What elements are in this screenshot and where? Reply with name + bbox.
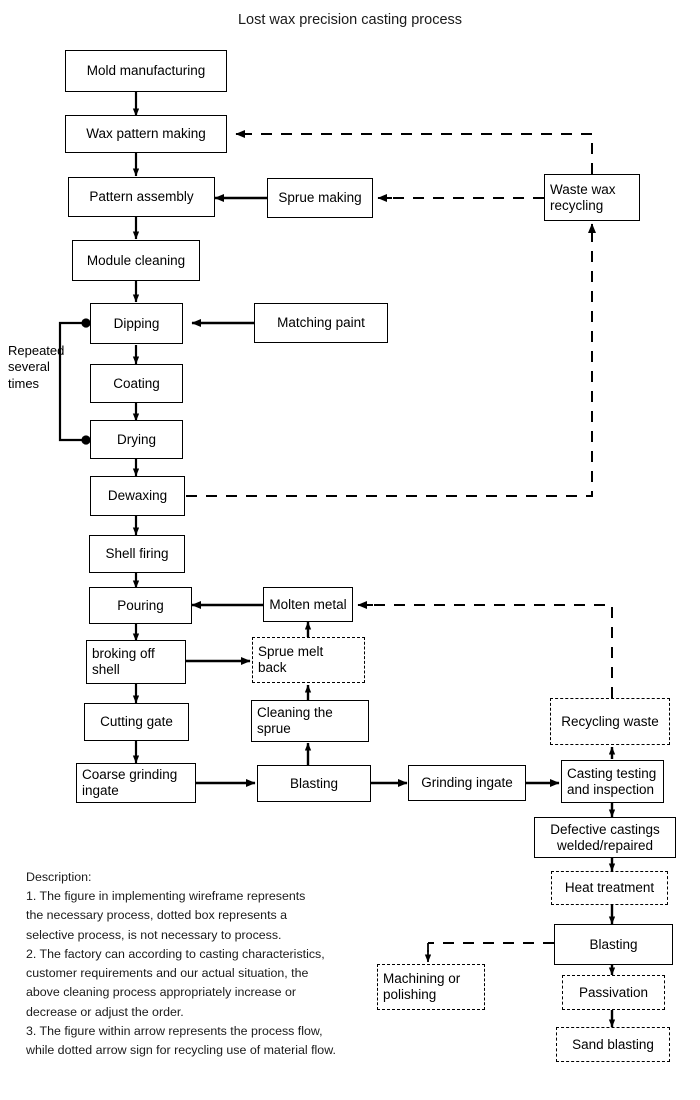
node-coating[interactable]: Coating: [90, 364, 183, 403]
loop-dot-dipping: [81, 318, 91, 328]
node-wax-pattern-making[interactable]: Wax pattern making: [65, 115, 227, 153]
node-blasting-2[interactable]: Blasting: [554, 924, 673, 965]
repeat-loop-label: Repeated several times: [8, 343, 65, 391]
node-pattern-assembly[interactable]: Pattern assembly: [68, 177, 215, 217]
node-coarse-grinding-ingate[interactable]: Coarse grinding ingate: [76, 763, 196, 803]
page-title: Lost wax precision casting process: [237, 12, 463, 28]
node-molten-metal[interactable]: Molten metal: [263, 587, 353, 622]
node-grinding-ingate[interactable]: Grinding ingate: [408, 765, 526, 801]
node-dipping[interactable]: Dipping: [90, 303, 183, 344]
node-recycling-waste[interactable]: Recycling waste: [550, 698, 670, 745]
node-broking-off-shell[interactable]: broking off shell: [86, 640, 186, 684]
node-mold-manufacturing[interactable]: Mold manufacturing: [65, 50, 227, 92]
node-shell-firing[interactable]: Shell firing: [89, 535, 185, 573]
node-waste-wax-recycling[interactable]: Waste wax recycling: [544, 174, 640, 221]
node-casting-testing-and-inspection[interactable]: Casting testing and inspection: [561, 760, 664, 803]
node-machining-or-polishing[interactable]: Machining or polishing: [377, 964, 485, 1010]
node-drying[interactable]: Drying: [90, 420, 183, 459]
node-cleaning-the-sprue[interactable]: Cleaning the sprue: [251, 700, 369, 742]
node-pouring[interactable]: Pouring: [89, 587, 192, 624]
node-module-cleaning[interactable]: Module cleaning: [72, 240, 200, 281]
node-defective-castings[interactable]: Defective castings welded/repaired: [534, 817, 676, 858]
node-sand-blasting[interactable]: Sand blasting: [556, 1027, 670, 1062]
node-passivation[interactable]: Passivation: [562, 975, 665, 1010]
node-cutting-gate[interactable]: Cutting gate: [84, 703, 189, 741]
node-sprue-melt-back[interactable]: Sprue melt back: [252, 637, 365, 683]
node-sprue-making[interactable]: Sprue making: [267, 178, 373, 218]
loop-dot-drying: [81, 435, 91, 445]
node-blasting[interactable]: Blasting: [257, 765, 371, 802]
node-dewaxing[interactable]: Dewaxing: [90, 476, 185, 516]
node-heat-treatment[interactable]: Heat treatment: [551, 871, 668, 905]
description-text: Description: 1. The figure in implementi…: [26, 870, 336, 1057]
node-matching-paint[interactable]: Matching paint: [254, 303, 388, 343]
